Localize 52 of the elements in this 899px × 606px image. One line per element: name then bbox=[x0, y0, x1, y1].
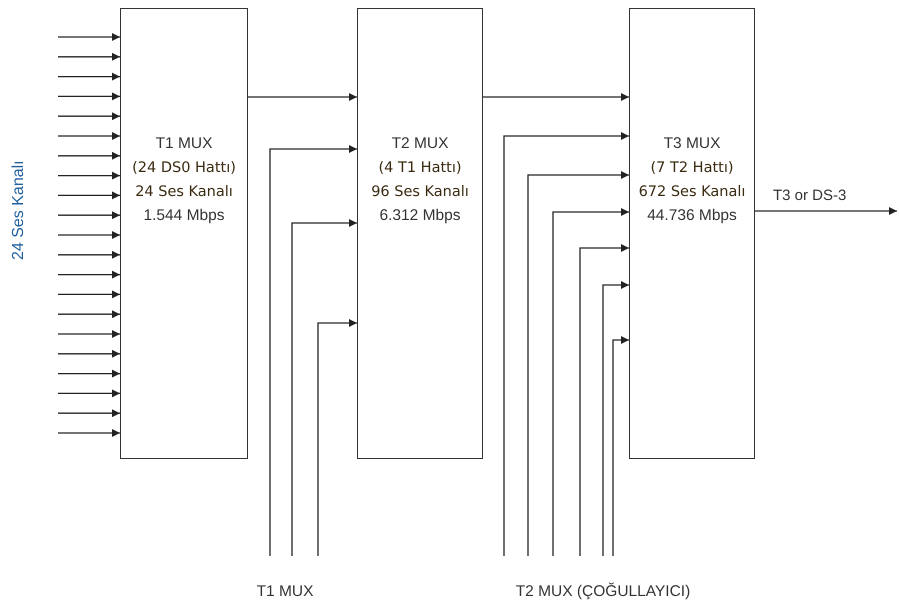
box-text: T2 MUX bbox=[392, 134, 448, 154]
arrow bbox=[317, 319, 357, 556]
box-text: 44.736 Mbps bbox=[647, 206, 737, 226]
arrow bbox=[602, 281, 629, 556]
arrow bbox=[58, 290, 120, 298]
box-text: 6.312 Mbps bbox=[380, 206, 460, 226]
arrow bbox=[527, 171, 629, 556]
arrow bbox=[58, 389, 120, 398]
arrow bbox=[58, 409, 120, 418]
box-text: T3 MUX bbox=[664, 134, 720, 154]
edge-label: T3 or DS-3 bbox=[773, 187, 846, 204]
arrow bbox=[483, 93, 629, 101]
arrow bbox=[58, 211, 120, 220]
arrow bbox=[58, 112, 120, 120]
arrow bbox=[58, 132, 120, 140]
arrow bbox=[58, 231, 120, 239]
arrow bbox=[58, 429, 120, 437]
arrow bbox=[291, 219, 357, 556]
box-text: (4 T1 Hattı) bbox=[378, 159, 462, 178]
source-label: T1 MUX bbox=[246, 556, 324, 602]
box-text: 24 Ses Kanalı bbox=[135, 183, 233, 202]
box-text: 96 Ses Kanalı bbox=[371, 183, 469, 202]
arrow bbox=[58, 72, 120, 81]
arrow bbox=[269, 145, 357, 556]
arrow bbox=[552, 208, 629, 556]
arrow bbox=[58, 33, 120, 41]
arrow bbox=[58, 92, 120, 100]
multiplexer-box bbox=[629, 8, 755, 459]
axis-label: 24 Ses Kanalı bbox=[10, 160, 28, 260]
arrow bbox=[579, 244, 629, 556]
arrow bbox=[58, 250, 120, 259]
arrow bbox=[248, 93, 357, 101]
arrow bbox=[58, 330, 120, 338]
box-text: (24 DS0 Hattı) bbox=[132, 159, 236, 178]
box-text: (7 T2 Hattı) bbox=[650, 159, 734, 178]
box-text: 1.544 Mbps bbox=[144, 206, 224, 226]
arrow bbox=[58, 370, 120, 378]
multiplexer-box bbox=[357, 8, 483, 459]
multiplexer-box bbox=[120, 8, 248, 459]
arrow bbox=[503, 132, 629, 556]
arrow bbox=[612, 336, 629, 556]
arrow bbox=[58, 152, 120, 160]
box-text: T1 MUX bbox=[156, 134, 212, 154]
arrow bbox=[755, 207, 897, 215]
arrow bbox=[58, 172, 120, 180]
arrow bbox=[58, 350, 120, 358]
box-text: 672 Ses Kanalı bbox=[638, 183, 746, 202]
arrow bbox=[58, 52, 120, 61]
source-label: T2 MUX (ÇOĞULLAYICI) bbox=[498, 556, 708, 602]
arrow bbox=[58, 270, 120, 279]
arrow bbox=[58, 191, 120, 200]
arrow bbox=[58, 310, 120, 318]
